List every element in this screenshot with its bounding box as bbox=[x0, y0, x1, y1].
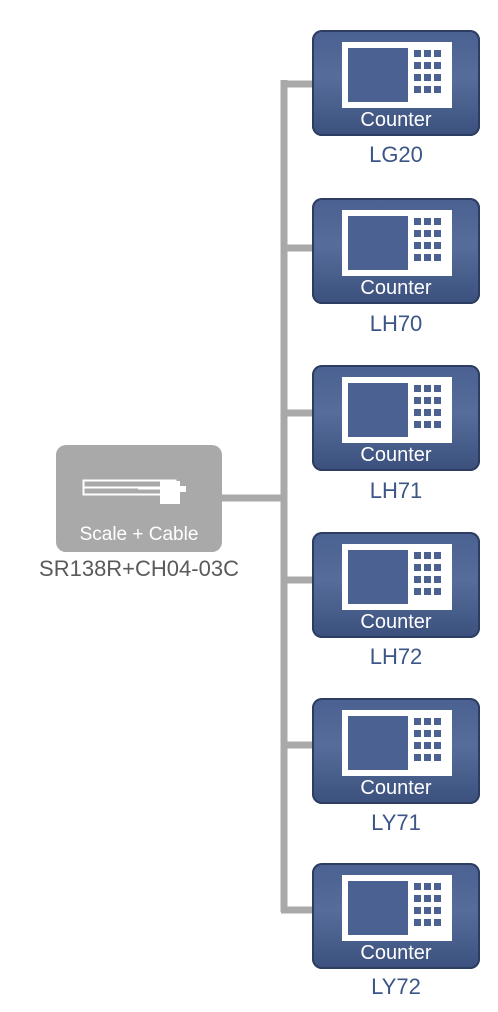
counter-node-lh71: Counter bbox=[312, 365, 480, 471]
counter-model-label: LY72 bbox=[371, 974, 421, 999]
counter-model-label: LH72 bbox=[369, 644, 423, 669]
counter-node-ly71: Counter bbox=[312, 698, 480, 804]
counter-node-lh72: Counter bbox=[312, 532, 480, 638]
counter-device-icon bbox=[342, 710, 452, 776]
linear-scale-icon bbox=[82, 479, 186, 504]
counter-caption: Counter bbox=[360, 942, 432, 964]
counter-model-label: LH71 bbox=[369, 478, 423, 503]
counter-caption: Counter bbox=[360, 444, 432, 466]
counter-device-icon bbox=[342, 377, 452, 443]
counter-caption: Counter bbox=[360, 611, 432, 633]
counter-model-label: LG20 bbox=[369, 142, 423, 167]
counter-device-icon bbox=[342, 544, 452, 610]
counter-caption: Counter bbox=[360, 277, 432, 299]
counter-device-icon bbox=[342, 42, 452, 108]
counter-device-icon bbox=[342, 210, 452, 276]
counter-caption: Counter bbox=[360, 109, 432, 131]
scale-cable-node: Scale + Cable bbox=[56, 445, 222, 552]
counter-device-icon bbox=[342, 875, 452, 941]
counter-model-label: LY71 bbox=[371, 810, 421, 835]
scale-cable-caption: Scale + Cable bbox=[79, 524, 199, 545]
scale-cable-model: SR138R+CH04-03C bbox=[39, 556, 239, 581]
counter-node-lh70: Counter bbox=[312, 198, 480, 304]
counter-node-lg20: Counter bbox=[312, 30, 480, 136]
counter-caption: Counter bbox=[360, 777, 432, 799]
counter-node-ly72: Counter bbox=[312, 863, 480, 969]
counter-model-label: LH70 bbox=[369, 311, 423, 336]
